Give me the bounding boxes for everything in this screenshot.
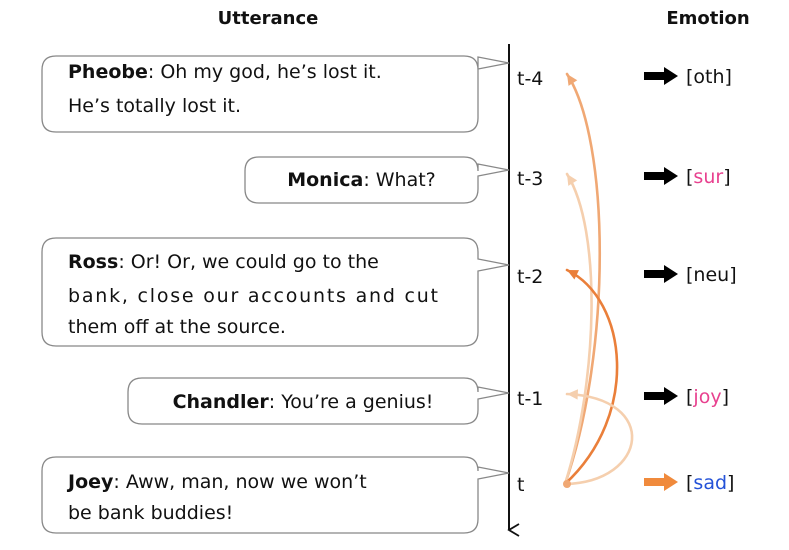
utterance-text: He’s totally lost it. (68, 95, 241, 117)
emotion-sur: [sur] (644, 166, 731, 188)
utterance-line: Chandler: You’re a genius! (173, 391, 434, 413)
utterance-text: be bank buddies! (68, 502, 233, 524)
utterance-text: : You’re a genius! (269, 391, 434, 413)
arc-line (563, 392, 634, 486)
right-arrow-icon (644, 167, 678, 185)
arc-head (567, 389, 579, 400)
utterance-monica: Monica: What? (244, 156, 510, 204)
utterance-line: Pheobe: Oh my god, he’s lost it. (68, 61, 382, 83)
speech-bubble (41, 456, 510, 534)
speaker-name: Joey (66, 471, 114, 493)
speech-bubble (41, 237, 510, 347)
emotion-sad: [sad] (644, 472, 734, 494)
utterance-line: Joey: Aww, man, now we won’t (66, 471, 367, 493)
dependency-arc-t-1 (563, 389, 634, 486)
bracket: ] (727, 472, 734, 494)
speaker-name: Pheobe (68, 61, 148, 83)
utterance-line: be bank buddies! (68, 502, 233, 524)
emotion-neu: [neu] (644, 264, 737, 286)
emotion-label: [oth] (686, 66, 732, 88)
emotion-oth: [oth] (644, 66, 732, 88)
emotion-tag: sur (693, 166, 723, 188)
utterance-text: : Aww, man, now we won’t (113, 471, 366, 493)
dependency-arc-t-3 (563, 172, 593, 486)
speaker-name: Monica (287, 169, 363, 191)
utterance-joey: Joey: Aww, man, now we won’t be bank budd… (41, 456, 510, 534)
bracket: ] (722, 386, 729, 408)
time-label-t-2: t-2 (517, 266, 543, 288)
bracket: [ (686, 472, 693, 494)
utterance-text: : Or! Or, we could go to the (118, 251, 379, 273)
bracket: ] (725, 66, 732, 88)
dependency-arcs (563, 72, 634, 488)
right-arrow-icon (644, 67, 678, 85)
utterance-line: them off at the source. (68, 316, 286, 338)
arc-line (563, 268, 619, 486)
utterance-text: : Oh my god, he’s lost it. (148, 61, 382, 83)
speech-bubble (41, 55, 510, 133)
utterance-line: Monica: What? (287, 169, 436, 191)
bracket: [ (686, 386, 693, 408)
speaker-name: Chandler (173, 391, 270, 413)
emotion-header: Emotion (666, 8, 749, 29)
bracket: ] (729, 264, 736, 286)
speech-bubble (127, 377, 510, 425)
arc-line (563, 72, 601, 486)
emotion-label: [joy] (686, 386, 729, 408)
right-arrow-icon (644, 265, 678, 283)
time-labels: t-4 t-3 t-2 t-1 t (517, 68, 543, 496)
right-arrow-icon (644, 387, 678, 405)
emotion-tag: oth (693, 66, 724, 88)
emotion-tag: joy (692, 386, 721, 408)
arc-head (567, 174, 578, 186)
emotion-label: [sad] (686, 472, 734, 494)
emotion-joy: [joy] (644, 386, 729, 408)
emotion-label: [neu] (686, 264, 737, 286)
time-label-t: t (517, 474, 524, 496)
utterance-chandler: Chandler: You’re a genius! (127, 377, 510, 425)
utterance-line: Ross: Or! Or, we could go to the (68, 251, 379, 273)
utterance-text: bank, close our accounts and cut (68, 285, 438, 307)
utterance-bubbles: Pheobe: Oh my god, he’s lost it. He’s tot… (41, 55, 510, 534)
right-arrow-icon (644, 473, 678, 491)
utterance-header: Utterance (218, 8, 319, 29)
utterance-pheobe: Pheobe: Oh my god, he’s lost it. He’s tot… (41, 55, 510, 133)
time-label-t-3: t-3 (517, 168, 543, 190)
emotion-labels: [oth][sur][neu][joy][sad] (644, 66, 737, 494)
speech-bubble (244, 156, 510, 204)
arc-head (567, 74, 578, 86)
emotion-label: [sur] (686, 166, 731, 188)
utterance-text: them off at the source. (68, 316, 286, 338)
bracket: ] (723, 166, 730, 188)
utterance-ross: Ross: Or! Or, we could go to the bank, cl… (41, 237, 510, 347)
dependency-arc-t-2 (563, 268, 619, 486)
dependency-arc-t-4 (563, 72, 601, 486)
arc-line (563, 172, 593, 486)
utterance-text: : What? (363, 169, 435, 191)
arc-origin-dot (563, 480, 571, 488)
emotion-tag: sad (693, 472, 727, 494)
bracket: [ (686, 166, 693, 188)
emotion-tag: neu (693, 264, 729, 286)
speaker-name: Ross (68, 251, 118, 273)
time-label-t-4: t-4 (517, 68, 543, 90)
bracket: [ (686, 264, 693, 286)
bracket: [ (686, 66, 693, 88)
arc-head (567, 270, 579, 280)
utterance-line: He’s totally lost it. (68, 95, 241, 117)
time-label-t-1: t-1 (517, 388, 543, 410)
utterance-line: bank, close our accounts and cut (68, 285, 438, 307)
